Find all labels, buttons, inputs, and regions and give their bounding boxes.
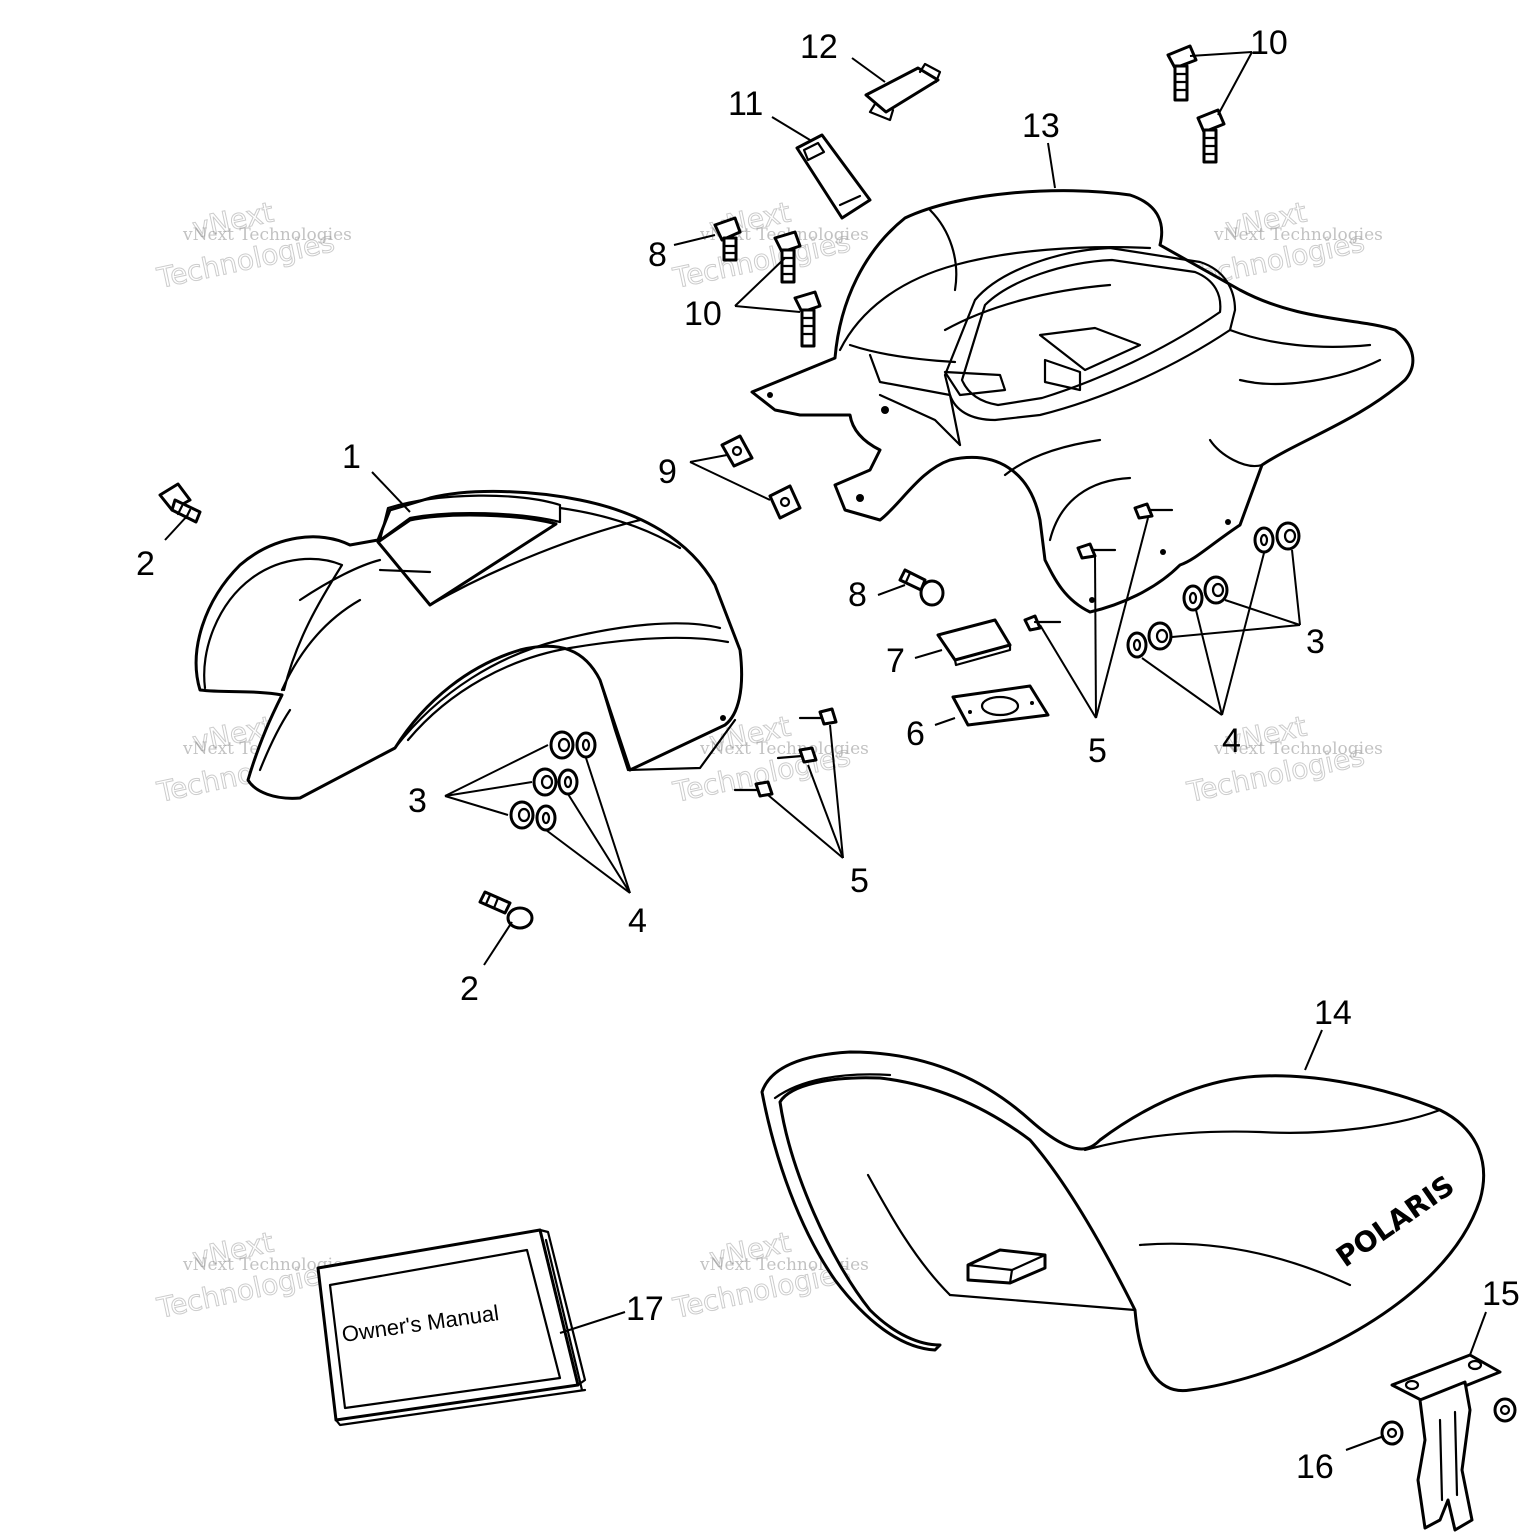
speed-nut-9-a — [720, 434, 754, 468]
callout-labels: 1 2 2 3 3 4 4 5 5 6 7 8 8 9 10 10 11 12 … — [136, 24, 1520, 1486]
screw-8-b — [898, 568, 945, 607]
callout-12: 12 — [800, 28, 838, 66]
watermark-top-center: vNext vNext Technologies Technologies — [669, 195, 869, 295]
callout-8-lower: 8 — [848, 576, 867, 614]
callout-10-upper: 10 — [1250, 24, 1288, 62]
watermark-top-left: vNext vNext Technologies Technologies — [153, 195, 352, 295]
screw-8-a — [713, 216, 742, 262]
screw-10-a — [1166, 44, 1198, 102]
callout-5-rear: 5 — [1088, 732, 1107, 770]
leader-lines — [164, 51, 1487, 1451]
callout-11: 11 — [728, 85, 763, 123]
nut-3-a — [549, 730, 575, 760]
callout-13: 13 — [1022, 107, 1060, 145]
owners-manual: Owner's Manual — [316, 1228, 587, 1427]
screw-2-a — [158, 482, 202, 524]
screw-5-b — [1076, 542, 1117, 560]
watermark-small: vNext Technologies — [1213, 739, 1383, 759]
callout-2-lower: 2 — [460, 970, 479, 1008]
screw-10-b — [1196, 108, 1226, 164]
watermark-small: vNext Technologies — [182, 1255, 352, 1275]
washer-4-a — [575, 731, 597, 759]
callout-14: 14 — [1314, 994, 1352, 1032]
screw-5-f — [733, 780, 774, 798]
callout-6: 6 — [906, 715, 925, 753]
screw-5-d — [798, 707, 838, 726]
speed-nut-9-b — [768, 484, 802, 520]
screw-10-d — [793, 290, 822, 348]
rear-fender — [750, 189, 1415, 614]
washer-4-b — [557, 768, 579, 796]
screw-2-b — [478, 890, 534, 930]
callout-10-mid: 10 — [684, 295, 722, 333]
callout-3-rear: 3 — [1306, 623, 1325, 661]
seat: POLARIS — [760, 1050, 1486, 1393]
watermark-small: vNext Technologies — [182, 225, 352, 245]
washer-4-f — [1126, 631, 1148, 659]
callout-4-rear: 4 — [1222, 722, 1241, 760]
front-fender — [194, 489, 744, 800]
callout-8-upper: 8 — [648, 236, 667, 274]
watermark-small: vNext Technologies — [1213, 225, 1383, 245]
callout-9: 9 — [658, 453, 677, 491]
washer-4-d — [1253, 526, 1275, 554]
latch-bracket-15 — [1390, 1353, 1502, 1532]
reflector-7 — [936, 618, 1012, 667]
callout-1: 1 — [342, 438, 361, 476]
callout-7: 7 — [886, 642, 905, 680]
nut-3-f — [1147, 621, 1173, 651]
washer-4-c — [535, 804, 557, 832]
screw-5-e — [776, 746, 818, 764]
nut-3-d — [1275, 521, 1301, 551]
clip-11 — [795, 133, 872, 220]
callout-16: 16 — [1296, 1448, 1334, 1486]
watermark-mid-right: vNext vNext Technologies Technologies — [1183, 709, 1383, 809]
callout-3-front: 3 — [408, 782, 427, 820]
callout-5-front: 5 — [850, 862, 869, 900]
screw-5-c — [1133, 502, 1174, 520]
nut-3-b — [532, 767, 558, 797]
washer-4-e — [1182, 584, 1204, 612]
nut-3-c — [509, 800, 535, 830]
callout-2-upper: 2 — [136, 545, 155, 583]
nut-16-a — [1380, 1420, 1404, 1446]
callout-4-front: 4 — [628, 902, 647, 940]
bracket-12 — [864, 62, 942, 122]
callout-17: 17 — [626, 1290, 664, 1328]
nut-16-b — [1493, 1397, 1517, 1423]
nut-3-e — [1203, 575, 1229, 605]
callout-15: 15 — [1482, 1275, 1520, 1313]
screw-5-a — [1023, 614, 1062, 632]
watermark-small: vNext Technologies — [699, 739, 869, 759]
plate-6 — [951, 684, 1050, 727]
